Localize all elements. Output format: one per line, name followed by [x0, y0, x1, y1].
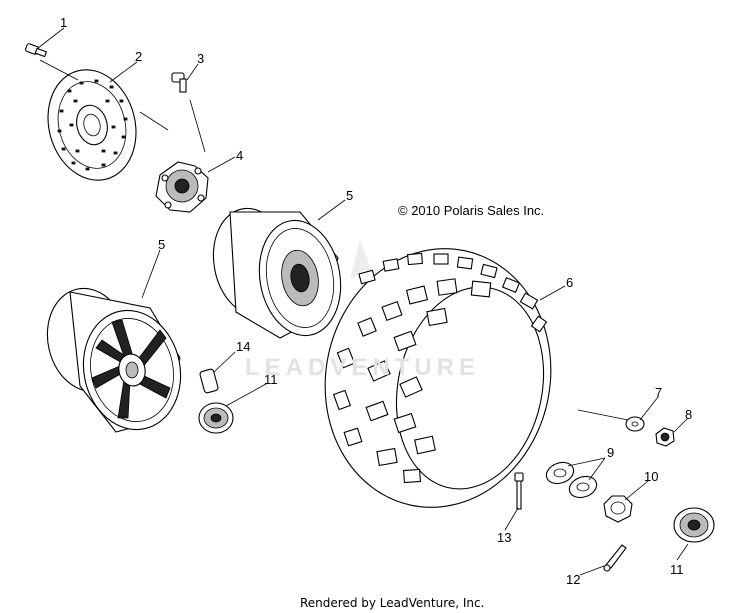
part-5-rim-lower [46, 287, 182, 433]
part-10-nut [603, 495, 633, 523]
callout-13: 13 [497, 530, 512, 545]
copyright-text: © 2010 Polaris Sales Inc. [398, 203, 545, 218]
part-4-hub [155, 161, 209, 213]
callout-5-lower: 5 [158, 237, 166, 252]
part-5-rim-upper [212, 207, 342, 339]
part-3-bolt [171, 72, 187, 93]
callout-8: 8 [685, 407, 693, 422]
watermark-logo [350, 240, 380, 300]
callout-5-upper: 5 [346, 188, 354, 203]
part-2-brake-disc [47, 69, 137, 181]
part-8-nut [655, 427, 675, 447]
leader-lines [37, 27, 689, 576]
callout-9: 9 [607, 445, 615, 460]
callout-2: 2 [135, 49, 143, 64]
part-7-washer [625, 416, 645, 432]
callout-3: 3 [197, 51, 205, 66]
part-1-bolt [25, 43, 48, 58]
callout-6: 6 [566, 275, 574, 290]
callout-12: 12 [566, 572, 581, 587]
callout-7: 7 [655, 385, 663, 400]
callout-11-lower: 11 [670, 562, 684, 577]
watermark-text: LEADVENTURE [245, 354, 481, 381]
footer-credit: Rendered by LeadVenture, Inc. [300, 596, 485, 610]
callout-1: 1 [60, 15, 68, 30]
part-14-spacer [199, 368, 219, 394]
callout-4: 4 [236, 148, 244, 163]
callout-14: 14 [236, 339, 251, 354]
callout-11-upper: 11 [264, 372, 278, 387]
part-11-cap-upper [198, 402, 234, 434]
part-6-tire [324, 248, 552, 508]
part-13-stud [514, 472, 524, 510]
part-9-washers [545, 461, 598, 499]
part-12-cotter-pin [603, 544, 627, 572]
callout-10: 10 [644, 469, 659, 484]
part-11-cap-lower [673, 507, 715, 543]
